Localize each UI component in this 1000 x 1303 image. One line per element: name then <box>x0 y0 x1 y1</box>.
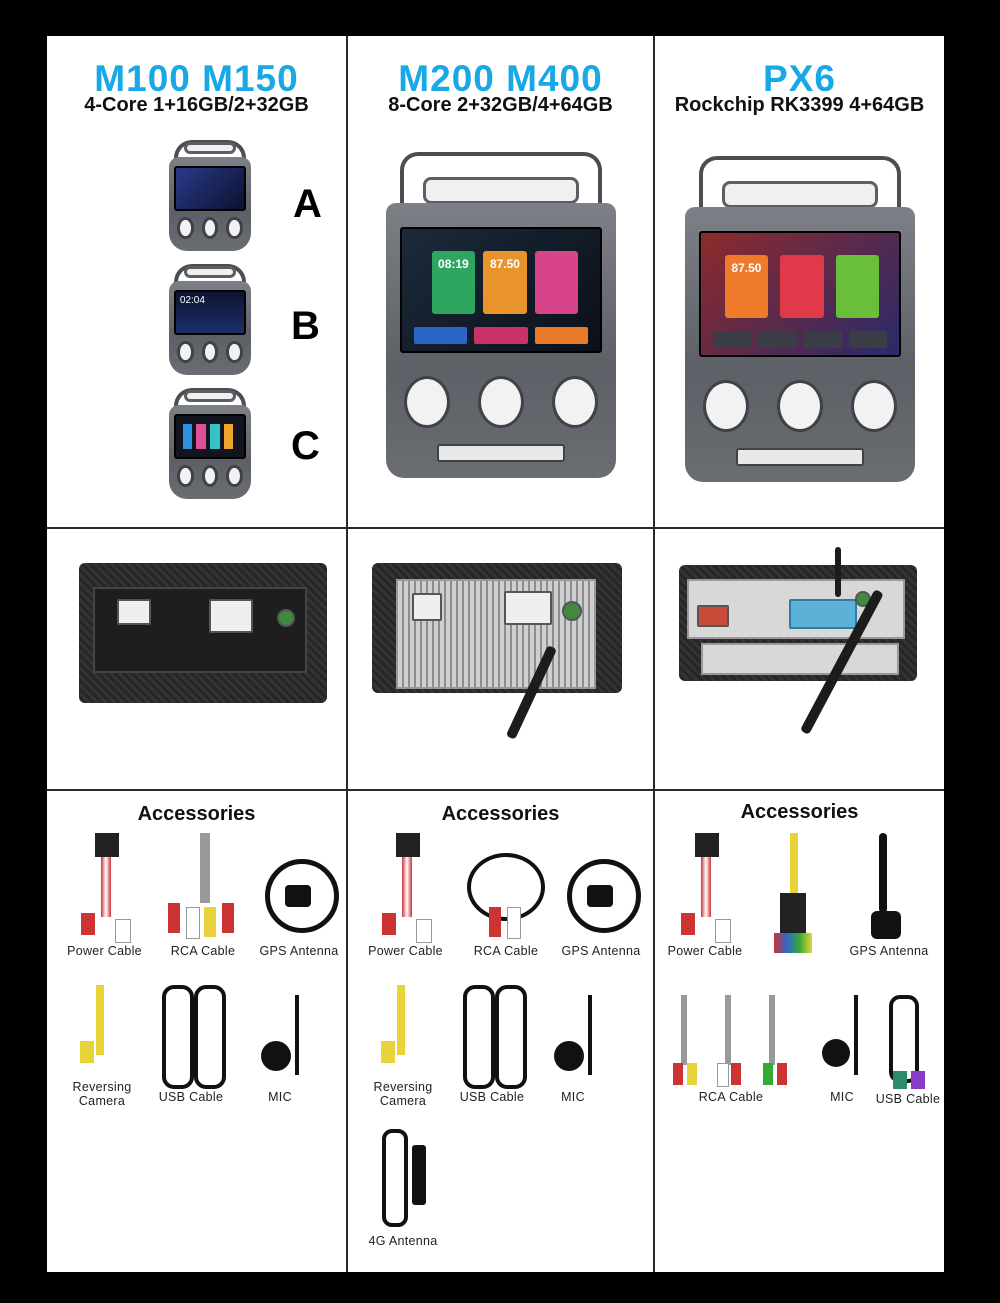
accessory-label: Power Cable <box>67 944 142 958</box>
radio-tile: 87.50 <box>483 250 527 315</box>
variant-letter: C <box>291 424 320 468</box>
accessory-mic: MIC <box>528 991 618 1105</box>
accessory-label: USB Cable <box>459 1090 525 1104</box>
accessory-rca-cable: RCA Cable <box>661 991 801 1105</box>
accessory-usb-cable: USB Cable <box>147 981 235 1105</box>
col2-rear-cell <box>348 529 655 791</box>
variant-letter: A <box>293 182 322 226</box>
col3-rear-cell <box>655 529 944 791</box>
radio-tile: 87.50 <box>724 254 769 319</box>
accessory-gps-antenna: GPS Antenna <box>554 833 648 959</box>
col2-front-cell: M200 M400 8-Core 2+32GB/4+64GB 08:19 87.… <box>348 36 655 529</box>
accessory-label: MIC <box>830 1090 854 1104</box>
model-spec: Rockchip RK3399 4+64GB <box>674 94 925 116</box>
accessory-power-cable: Power Cable <box>57 833 152 959</box>
screen-clock: 02:04 <box>179 294 205 306</box>
rear-view-image <box>79 563 327 703</box>
col1-accessories-cell: Accessories Power Cable RCA Cable <box>47 791 348 1272</box>
accessory-mic: MIC <box>809 991 875 1105</box>
accessory-reversing-camera: Reversing Camera <box>57 981 147 1109</box>
model-title: M100 M150 <box>94 58 299 99</box>
accessory-label: RCA Cable <box>170 944 236 958</box>
accessories-title: Accessories <box>441 803 560 825</box>
accessory-label: Reversing Camera <box>373 1080 433 1108</box>
accessory-label: 4G Antenna <box>368 1234 438 1248</box>
music-tile <box>534 250 579 315</box>
accessory-rca-cable: RCA Cable <box>153 833 253 959</box>
accessory-reversing-camera: Reversing Camera <box>358 981 448 1109</box>
model-title: PX6 <box>763 58 836 99</box>
accessory-gps-antenna: GPS Antenna <box>841 833 937 959</box>
bluetooth-tile <box>835 254 880 319</box>
accessory-gps-antenna: GPS Antenna <box>253 833 345 959</box>
accessory-label: Reversing Camera <box>72 1080 132 1108</box>
accessory-label: GPS Antenna <box>259 944 339 958</box>
model-spec: 8-Core 2+32GB/4+64GB <box>388 94 613 116</box>
unit-variant-b: 02:04 <box>169 264 251 380</box>
model-spec: 4-Core 1+16GB/2+32GB <box>84 94 309 116</box>
music-tile <box>780 254 824 319</box>
accessory-label: GPS Antenna <box>849 944 929 958</box>
accessory-power-cable: Power Cable <box>358 833 453 959</box>
col1-rear-cell <box>47 529 348 791</box>
accessory-mic: MIC <box>235 991 325 1105</box>
rear-view-image <box>679 565 917 681</box>
accessory-power-cable: Power Cable <box>659 833 751 959</box>
accessory-camera-harness <box>765 833 825 959</box>
unit-variant-a <box>169 140 251 256</box>
variant-letter: B <box>291 304 320 348</box>
accessory-usb-cable: USB Cable <box>875 991 941 1107</box>
accessory-label: GPS Antenna <box>561 944 641 958</box>
head-unit-image: 87.50 <box>685 156 915 496</box>
rear-view-image <box>372 563 622 693</box>
col2-accessories-cell: Accessories Power Cable RCA Cable <box>348 791 655 1272</box>
col3-front-cell: PX6 Rockchip RK3399 4+64GB 87.50 <box>655 36 944 529</box>
accessory-label: Power Cable <box>368 944 443 958</box>
accessory-4g-antenna: 4G Antenna <box>358 1125 448 1249</box>
accessory-label: MIC <box>561 1090 585 1104</box>
model-title: M200 M400 <box>398 58 603 99</box>
accessory-label: USB Cable <box>875 1092 941 1106</box>
accessory-usb-cable: USB Cable <box>448 981 536 1105</box>
accessory-label: USB Cable <box>158 1090 224 1104</box>
accessory-label: RCA Cable <box>473 944 539 958</box>
accessory-label: MIC <box>268 1090 292 1104</box>
head-unit-image: 08:19 87.50 <box>386 152 616 492</box>
antenna-rod <box>835 547 841 597</box>
accessory-label: RCA Cable <box>698 1090 764 1104</box>
accessories-title: Accessories <box>137 803 256 825</box>
col3-accessories-cell: Accessories Power Cable GPS Antenna <box>655 791 944 1272</box>
clock-tile: 08:19 <box>431 250 476 315</box>
accessories-title: Accessories <box>740 801 859 823</box>
product-comparison-sheet: M100 M150 4-Core 1+16GB/2+32GB A 02:04 B <box>47 36 944 1272</box>
col1-front-cell: M100 M150 4-Core 1+16GB/2+32GB A 02:04 B <box>47 36 348 529</box>
unit-variant-c <box>169 388 251 504</box>
accessory-rca-cable: RCA Cable <box>456 833 556 959</box>
accessory-label: Power Cable <box>667 944 743 958</box>
